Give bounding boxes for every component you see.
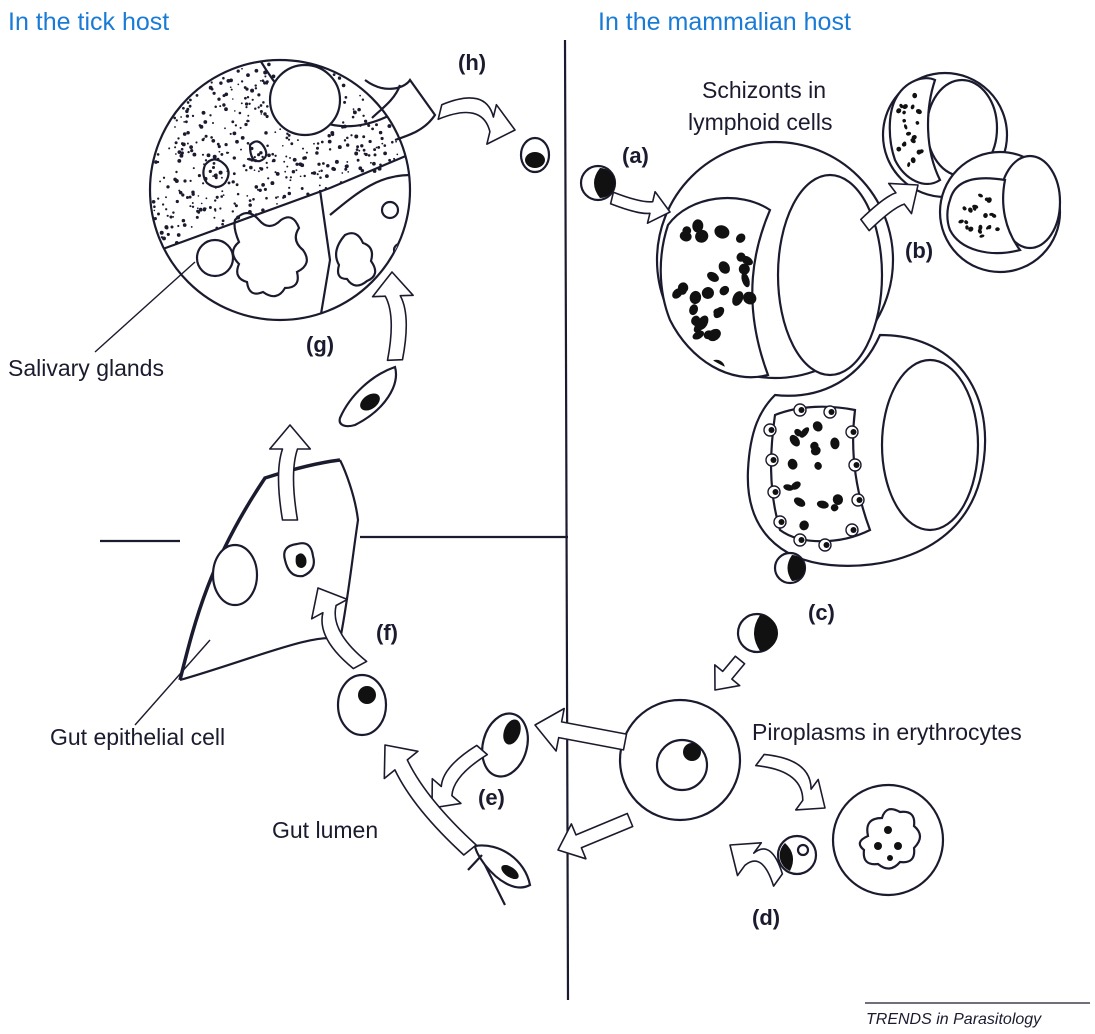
arrow-to-ray-body bbox=[558, 814, 633, 859]
arrow-into-gland-path bbox=[270, 425, 311, 520]
kinete-in-cell bbox=[284, 543, 314, 576]
arrow-a bbox=[611, 192, 670, 224]
step-label-e: (e) bbox=[478, 785, 505, 810]
infected-erythrocyte bbox=[620, 700, 740, 820]
salivary-glands-label: Salivary glands bbox=[8, 355, 164, 381]
step-label-c: (c) bbox=[808, 600, 835, 625]
sporozoite-entering bbox=[581, 166, 615, 200]
arrow-g bbox=[373, 272, 414, 360]
schizonts-label-line1: Schizonts in bbox=[702, 77, 826, 103]
infected-lymphocyte-bottom bbox=[940, 152, 1060, 272]
step-label-h: (h) bbox=[458, 50, 486, 75]
step-label-b: (b) bbox=[905, 238, 933, 263]
schizonts-label-line2: lymphoid cells bbox=[688, 109, 832, 135]
step-label-g: (g) bbox=[306, 332, 334, 357]
arrow-to-dividing bbox=[756, 754, 825, 810]
tick-host-header: In the tick host bbox=[8, 8, 169, 36]
source-credit: TRENDS in Parasitology bbox=[866, 1011, 1042, 1028]
arrow-to-gamete bbox=[535, 709, 627, 752]
kinete bbox=[340, 367, 396, 426]
step-label-a: (a) bbox=[622, 143, 649, 168]
mammalian-host-header: In the mammalian host bbox=[598, 8, 851, 36]
arrow-c bbox=[715, 656, 745, 690]
merozoite bbox=[738, 614, 778, 652]
gut-lumen-label: Gut lumen bbox=[272, 817, 378, 843]
dividing-piroplasm-erythrocyte bbox=[833, 785, 943, 895]
step-label-f: (f) bbox=[376, 620, 398, 645]
arrow-h bbox=[438, 98, 515, 144]
gland-vacuole bbox=[270, 65, 340, 135]
host-divider-vertical bbox=[565, 40, 568, 1000]
gamete bbox=[475, 708, 534, 781]
ray-body bbox=[468, 845, 530, 905]
piroplasm bbox=[778, 836, 816, 874]
gut-epithelial-cell-label: Gut epithelial cell bbox=[50, 724, 225, 750]
merozoite-released bbox=[775, 553, 805, 583]
schizont-lymphocyte-main bbox=[657, 142, 893, 378]
piroplasms-label: Piroplasms in erythrocytes bbox=[752, 719, 1022, 745]
step-label-d: (d) bbox=[752, 905, 780, 930]
salivary-glands-leader bbox=[95, 262, 195, 352]
zygote bbox=[338, 675, 386, 735]
arrow-d bbox=[730, 843, 782, 886]
arrow-f bbox=[312, 588, 367, 669]
gut-cell-leader bbox=[135, 640, 210, 725]
sporozoite bbox=[521, 138, 549, 172]
